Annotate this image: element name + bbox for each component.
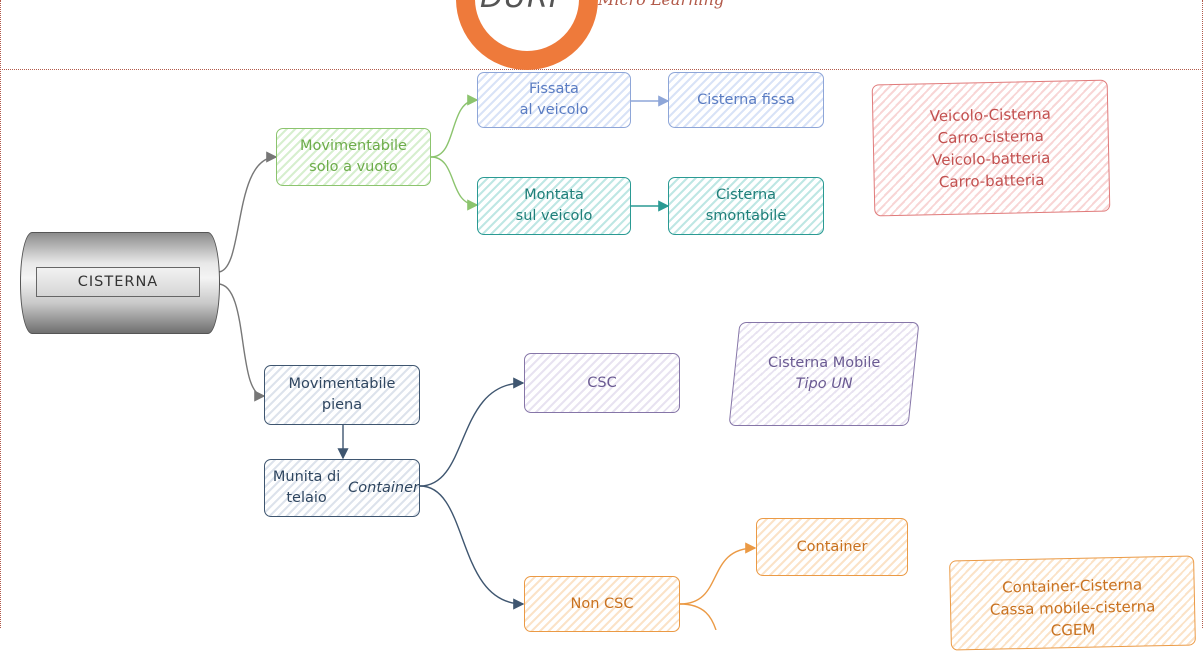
node-movimentabile-vuoto: Movimentabile solo a vuoto bbox=[276, 128, 431, 186]
logo-subtitle: Micro Learning bbox=[598, 0, 724, 9]
logo-text: DURP bbox=[480, 0, 568, 15]
link-cisterna-vuoto bbox=[217, 151, 278, 273]
link-noncsc-container bbox=[679, 542, 757, 605]
node-non-csc: Non CSC bbox=[524, 576, 680, 632]
link-munita-noncsc bbox=[419, 485, 525, 610]
link-noncsc-down bbox=[679, 603, 717, 630]
node-cisterna: CISTERNA bbox=[36, 267, 200, 297]
node-movimentabile-piena: Movimentabile piena bbox=[264, 365, 420, 425]
node-montata-sul-veicolo: Montata sul veicolo bbox=[477, 177, 631, 235]
node-cisterna-smontabile: Cisterna smontabile bbox=[668, 177, 824, 235]
header-separator bbox=[0, 69, 1203, 70]
node-container: Container bbox=[756, 518, 908, 576]
link-vuoto-fissata bbox=[430, 94, 479, 158]
node-csc: CSC bbox=[524, 353, 680, 413]
note-container-cisterna: Container-Cisterna Cassa mobile-cisterna… bbox=[949, 555, 1196, 651]
connector-layer bbox=[217, 94, 757, 630]
link-munita-csc bbox=[419, 377, 525, 487]
note-veicoli-cisterna: Veicolo-Cisterna Carro-cisterna Veicolo-… bbox=[871, 79, 1111, 217]
link-cisterna-piena bbox=[217, 283, 266, 402]
link-vuoto-montata bbox=[430, 156, 479, 211]
node-cisterna-fissa: Cisterna fissa bbox=[668, 72, 824, 128]
node-fissata-al-veicolo: Fissata al veicolo bbox=[477, 72, 631, 128]
